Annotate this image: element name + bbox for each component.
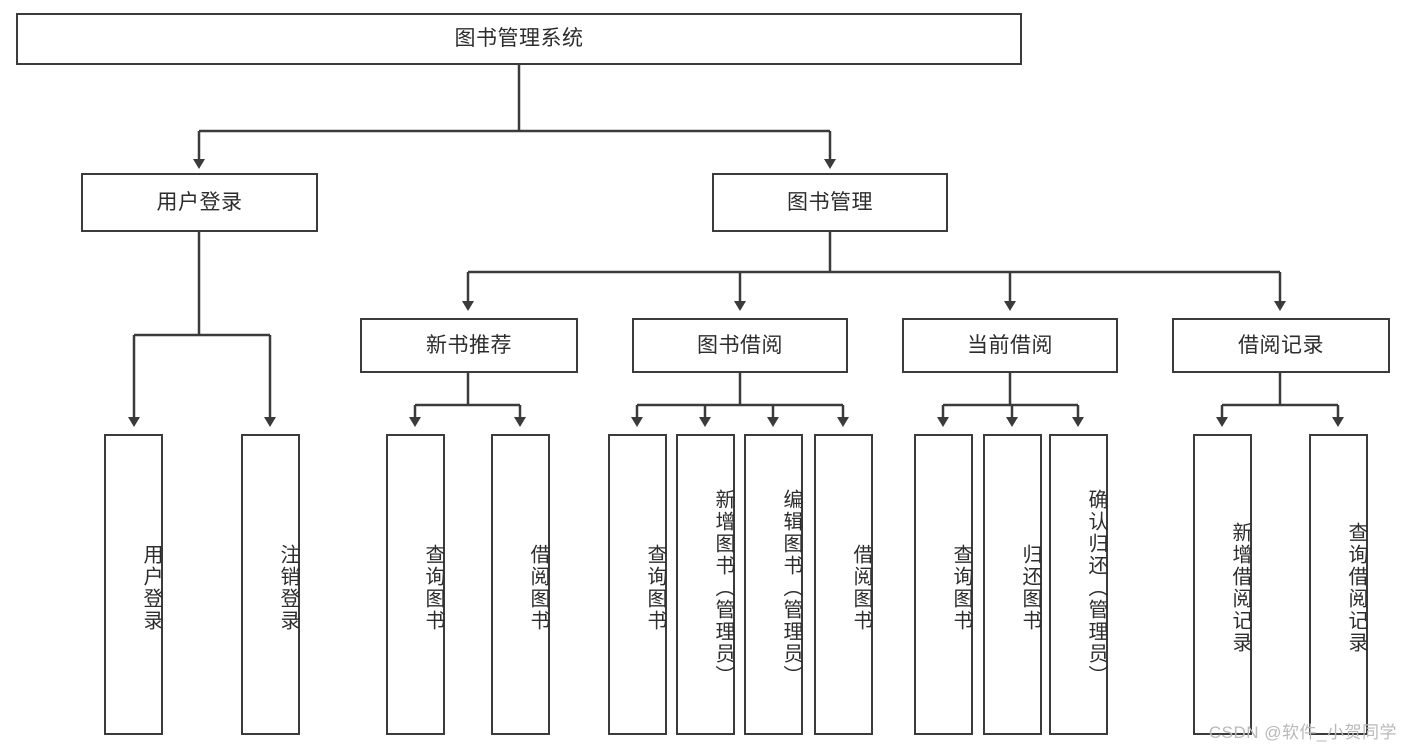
leaf-return-book[interactable]: 归还图书: [983, 434, 1042, 735]
node-current-borrow-label: 当前借阅: [967, 333, 1053, 357]
leaf-confirm-return-label: 确认归还（管理员）: [1085, 488, 1107, 687]
leaf-borrow-book-1[interactable]: 借阅图书: [491, 434, 550, 735]
leaf-user-login-label: 用户登录: [140, 543, 162, 632]
leaf-edit-book[interactable]: 编辑图书（管理员）: [744, 434, 803, 735]
node-new-book-rec[interactable]: 新书推荐: [360, 318, 578, 373]
leaf-borrow-book-1-label: 借阅图书: [527, 543, 549, 632]
node-new-book-rec-label: 新书推荐: [426, 333, 512, 357]
leaf-borrow-book-2-label: 借阅图书: [850, 543, 872, 632]
leaf-user-login[interactable]: 用户登录: [104, 434, 163, 735]
node-root[interactable]: 图书管理系统: [16, 13, 1022, 65]
leaf-return-book-label: 归还图书: [1019, 543, 1041, 632]
leaf-query-book-3[interactable]: 查询图书: [914, 434, 973, 735]
leaf-query-book-1[interactable]: 查询图书: [386, 434, 445, 735]
leaf-query-book-2[interactable]: 查询图书: [608, 434, 667, 735]
node-book-borrow-label: 图书借阅: [697, 333, 783, 357]
leaf-add-record[interactable]: 新增借阅记录: [1193, 434, 1252, 735]
leaf-logout-login[interactable]: 注销登录: [241, 434, 300, 735]
node-book-borrow[interactable]: 图书借阅: [632, 318, 848, 373]
node-book-manage[interactable]: 图书管理: [712, 173, 948, 232]
leaf-add-record-label: 新增借阅记录: [1229, 521, 1251, 654]
leaf-logout-login-label: 注销登录: [277, 543, 299, 632]
node-borrow-record[interactable]: 借阅记录: [1172, 318, 1390, 373]
leaf-borrow-book-2[interactable]: 借阅图书: [814, 434, 873, 735]
node-book-manage-label: 图书管理: [787, 190, 873, 214]
leaf-query-book-1-label: 查询图书: [422, 543, 444, 632]
leaf-add-book[interactable]: 新增图书（管理员）: [676, 434, 735, 735]
leaf-confirm-return[interactable]: 确认归还（管理员）: [1049, 434, 1108, 735]
node-borrow-record-label: 借阅记录: [1238, 333, 1324, 357]
csdn-watermark: CSDN @软件_小贺同学: [1208, 723, 1397, 742]
leaf-query-book-3-label: 查询图书: [950, 543, 972, 632]
leaf-query-record-label: 查询借阅记录: [1345, 521, 1367, 654]
leaf-query-book-2-label: 查询图书: [644, 543, 666, 632]
leaf-edit-book-label: 编辑图书（管理员）: [780, 488, 802, 687]
node-root-label: 图书管理系统: [454, 27, 584, 51]
node-current-borrow[interactable]: 当前借阅: [902, 318, 1118, 373]
node-user-login-label: 用户登录: [156, 190, 243, 214]
node-user-login[interactable]: 用户登录: [81, 173, 318, 232]
leaf-query-record[interactable]: 查询借阅记录: [1309, 434, 1368, 735]
leaf-add-book-label: 新增图书（管理员）: [712, 488, 734, 687]
